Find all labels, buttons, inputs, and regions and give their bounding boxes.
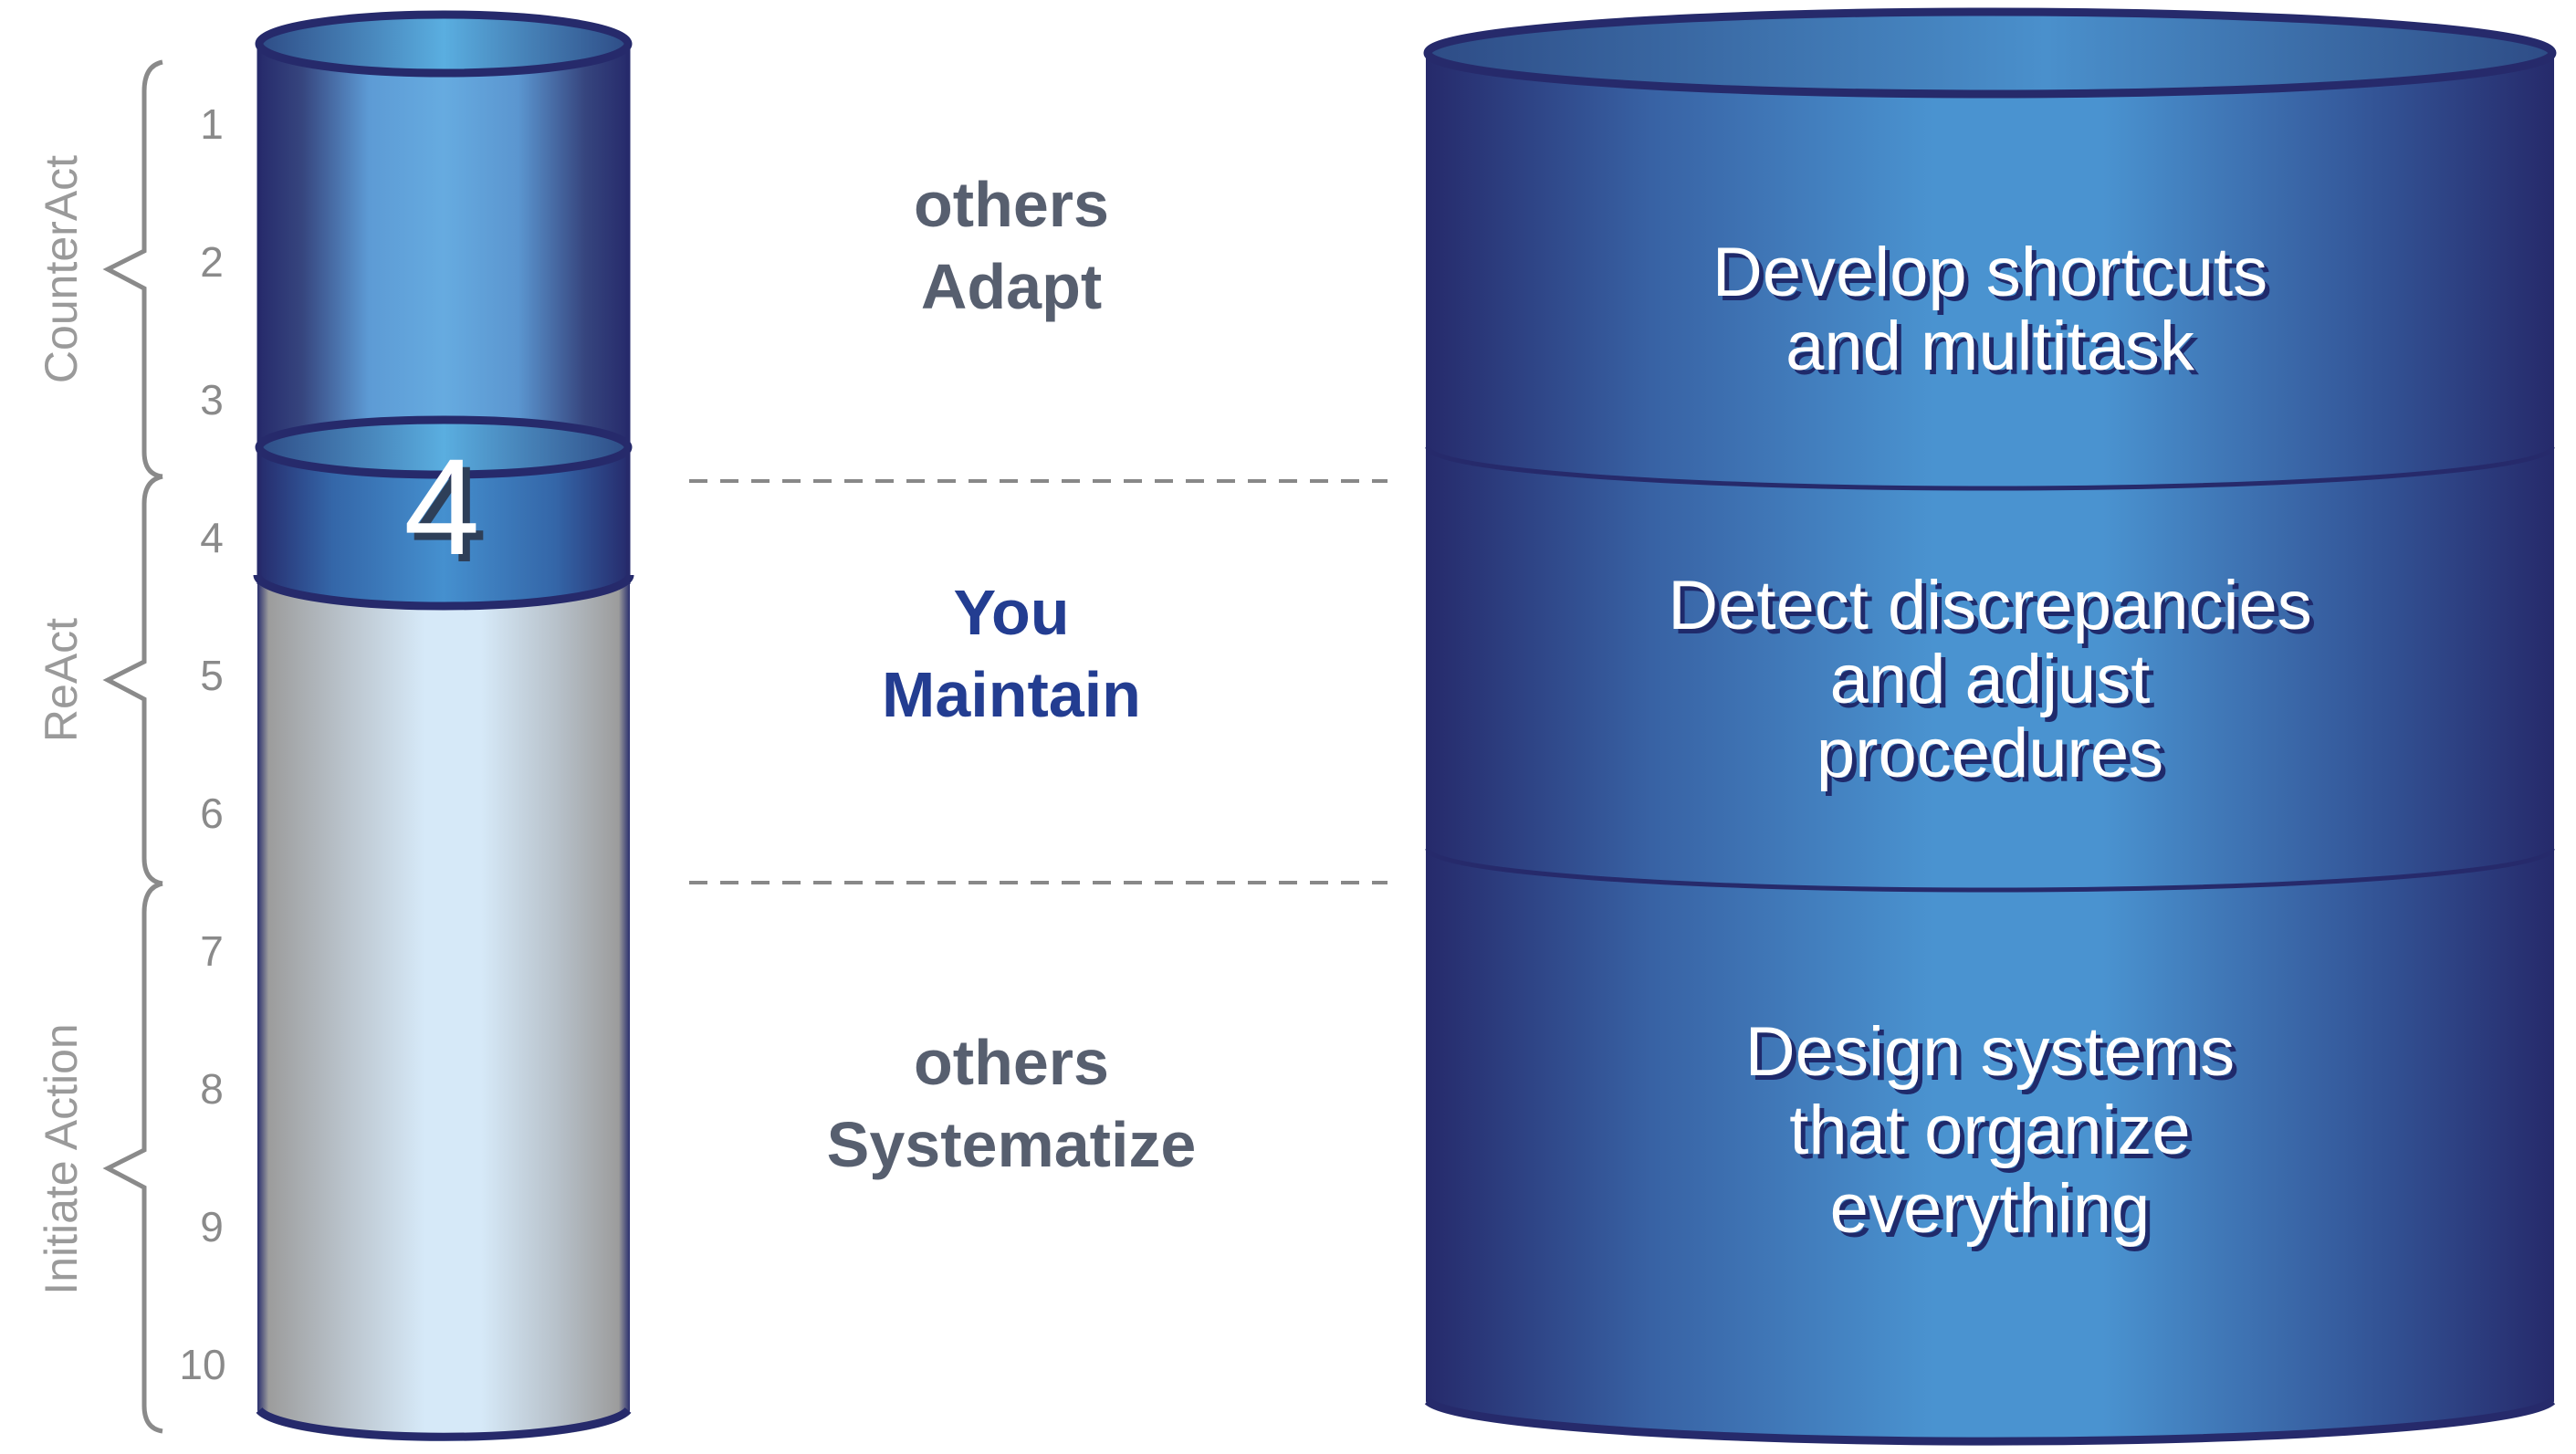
middle-bottom-line1: others	[914, 1027, 1109, 1098]
level-3: 3	[200, 376, 224, 424]
description-cylinder-top	[1423, 7, 2557, 99]
svg-text:that organize: that organize	[1794, 1096, 2194, 1174]
brace-react	[102, 474, 163, 886]
section-2-line-3: procedures	[1817, 715, 2163, 792]
gauge-empty-section	[257, 584, 630, 1441]
group-label-initiate-action: Initiate Action	[36, 1023, 87, 1294]
svg-text:Design systems: Design systems	[1750, 1018, 2239, 1095]
middle-bottom-line2: Systematize	[827, 1109, 1197, 1180]
level-7: 7	[200, 927, 224, 975]
section-1-line-1: Develop shortcuts	[1712, 234, 2267, 311]
section-3-line-1: Design systems	[1745, 1013, 2235, 1091]
brace-initiate-action	[102, 881, 163, 1434]
level-8: 8	[200, 1065, 224, 1113]
description-section-1: Develop shortcuts Develop shortcuts and …	[1712, 234, 2272, 390]
group-braces	[102, 59, 163, 1434]
level-5: 5	[200, 652, 224, 699]
level-numbers: 1 2 3 4 5 6 7 8 9 10	[179, 100, 225, 1388]
description-section-2: Detect discrepancies Detect discrepancie…	[1668, 567, 2316, 797]
group-label-react: ReAct	[36, 618, 87, 742]
level-10: 10	[179, 1341, 225, 1388]
gauge-upper-section	[257, 46, 630, 438]
section-3-line-3: everything	[1830, 1170, 2151, 1248]
section-divider-2	[1425, 848, 2555, 893]
gauge-top-ellipse	[255, 10, 633, 78]
section-1-line-2: and multitask	[1785, 308, 2195, 385]
level-4: 4	[200, 514, 224, 561]
middle-center-line2: Maintain	[882, 659, 1141, 730]
description-section-3: Design systems Design systems that organ…	[1745, 1013, 2239, 1252]
group-label-counteract: CounterAct	[36, 155, 87, 383]
svg-text:and adjust: and adjust	[1835, 645, 2155, 723]
svg-text:everything: everything	[1835, 1175, 2155, 1252]
level-9: 9	[200, 1203, 224, 1250]
level-6: 6	[200, 790, 224, 837]
gauge-bottom-rim	[256, 1407, 632, 1441]
description-cylinder	[1423, 7, 2557, 1446]
middle-top-line1: others	[914, 169, 1109, 240]
section-divider-1	[1425, 446, 2555, 491]
level-1: 1	[200, 100, 224, 148]
description-cylinder-body	[1426, 53, 2554, 1445]
middle-center-line1: You	[953, 577, 1069, 648]
middle-top-line2: Adapt	[921, 251, 1102, 322]
section-2-line-1: Detect discrepancies	[1668, 567, 2311, 644]
svg-text:Develop shortcuts: Develop shortcuts	[1717, 238, 2272, 316]
level-2: 2	[200, 238, 224, 286]
section-2-line-2: and adjust	[1830, 641, 2151, 718]
gauge-cylinder: 4 4	[253, 10, 634, 1441]
svg-text:procedures: procedures	[1821, 719, 2168, 797]
section-3-line-2: that organize	[1789, 1092, 2190, 1169]
gauge-current-band	[257, 438, 630, 606]
brace-counteract	[102, 59, 163, 479]
current-level-shadow: 4	[411, 437, 487, 591]
svg-text:Detect discrepancies: Detect discrepancies	[1672, 571, 2316, 649]
svg-text:and multitask: and multitask	[1790, 312, 2200, 390]
current-level-number: 4	[403, 430, 479, 583]
